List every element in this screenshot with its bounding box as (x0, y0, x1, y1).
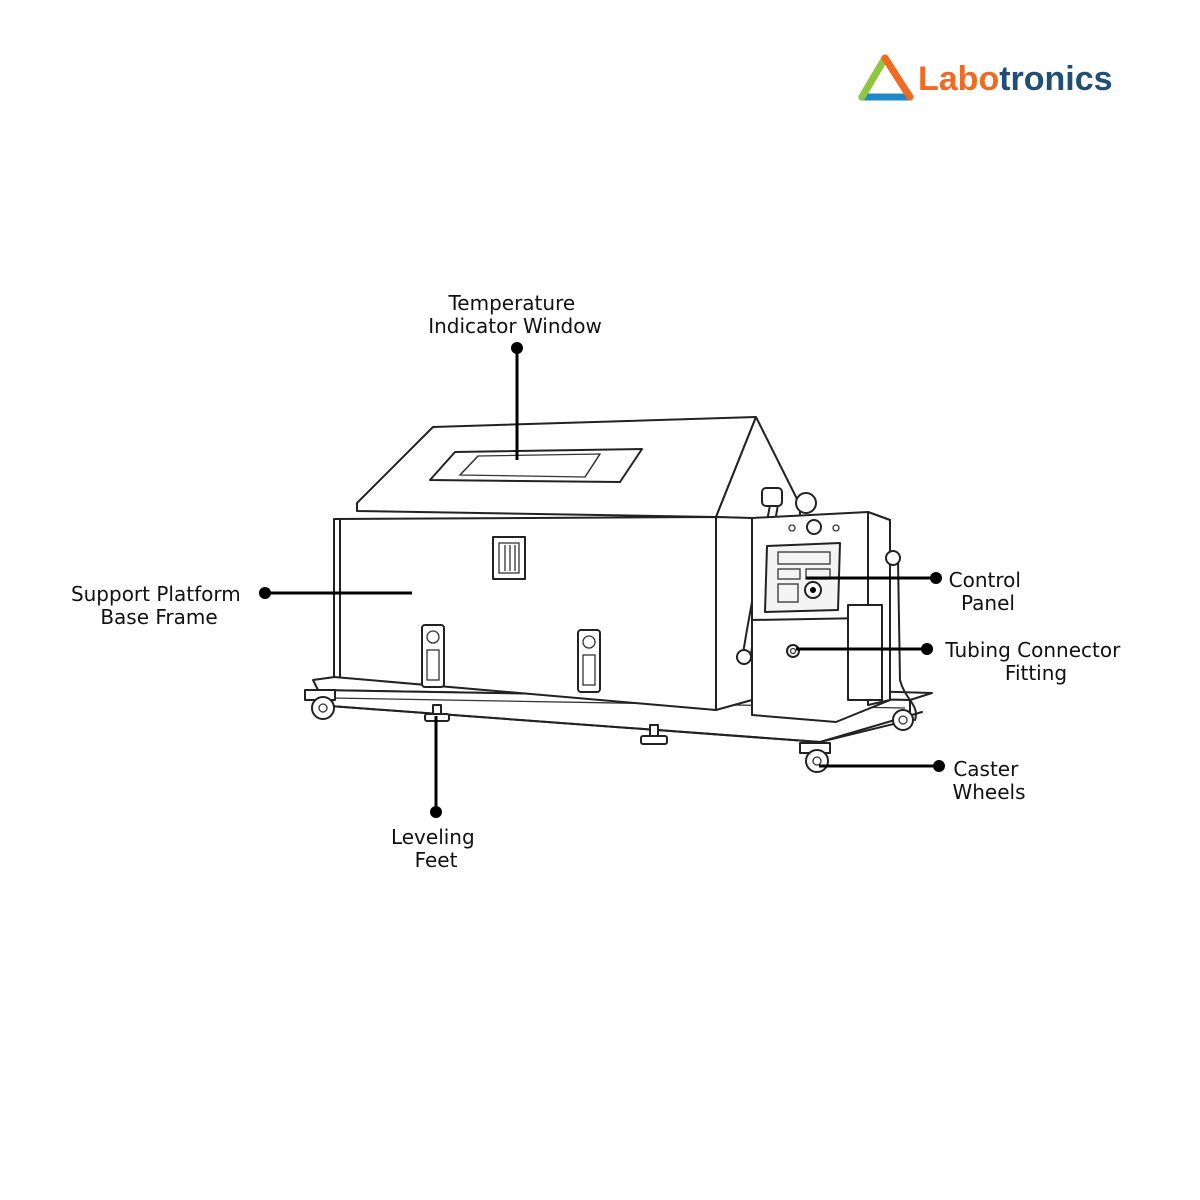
logo-triangle-icon (858, 54, 914, 101)
temperature-window-drawing (429, 448, 643, 483)
caster-wheels-drawing (304, 689, 914, 773)
caster-wheel-left (304, 689, 336, 720)
brand-name-part1: Labo (918, 60, 999, 98)
label-line-2: Base Frame (100, 605, 217, 629)
chamber-illustration (304, 416, 933, 773)
caster-wheel-front-right (799, 742, 831, 773)
latch-right-drawing (577, 629, 601, 693)
callout-label: Support Platform Base Frame (71, 582, 247, 629)
label-line-2: Panel (961, 591, 1015, 615)
callout-tubing-connector-fitting: Tubing Connector Fitting (796, 638, 1126, 685)
label-line-1: Control (949, 568, 1021, 592)
label-line-2: Indicator Window (428, 314, 602, 338)
label-line-1: Leveling (391, 825, 475, 849)
label-line-2: Wheels (952, 780, 1025, 804)
callout-label: Control Panel (949, 568, 1028, 615)
label-line-1: Temperature (447, 291, 575, 315)
brand-name-part2: tronics (999, 60, 1112, 98)
label-line-2: Feet (415, 848, 458, 872)
callout-caster-wheels: Caster Wheels (819, 757, 1026, 804)
callout-label: Leveling Feet (391, 825, 481, 872)
label-line-1: Caster (953, 757, 1019, 781)
latch-left-drawing (421, 624, 445, 688)
label-line-2: Fitting (1005, 661, 1067, 685)
control-cabinet-drawing (751, 511, 917, 723)
callout-label: Tubing Connector Fitting (944, 638, 1126, 685)
brand-name: Labotronics (918, 60, 1113, 98)
label-line-1: Tubing Connector (944, 638, 1121, 662)
tubing-connector-drawing (786, 644, 800, 658)
leveling-foot-right (640, 724, 668, 745)
callout-support-platform-base-frame: Support Platform Base Frame (71, 582, 412, 629)
callout-leveling-feet: Leveling Feet (391, 716, 481, 872)
chamber-body-drawing (333, 516, 753, 711)
callout-label: Temperature Indicator Window (428, 291, 602, 338)
control-panel-drawing (764, 542, 841, 613)
callout-label: Caster Wheels (952, 757, 1025, 804)
brand-logo: Labotronics (858, 54, 1113, 101)
callout-control-panel: Control Panel (806, 568, 1028, 615)
caster-wheel-back-right (892, 709, 914, 731)
roof-drawing (356, 416, 801, 521)
label-line-1: Support Platform (71, 582, 241, 606)
vent-drawing (492, 536, 526, 580)
callout-temperature-indicator-window: Temperature Indicator Window (428, 291, 602, 460)
